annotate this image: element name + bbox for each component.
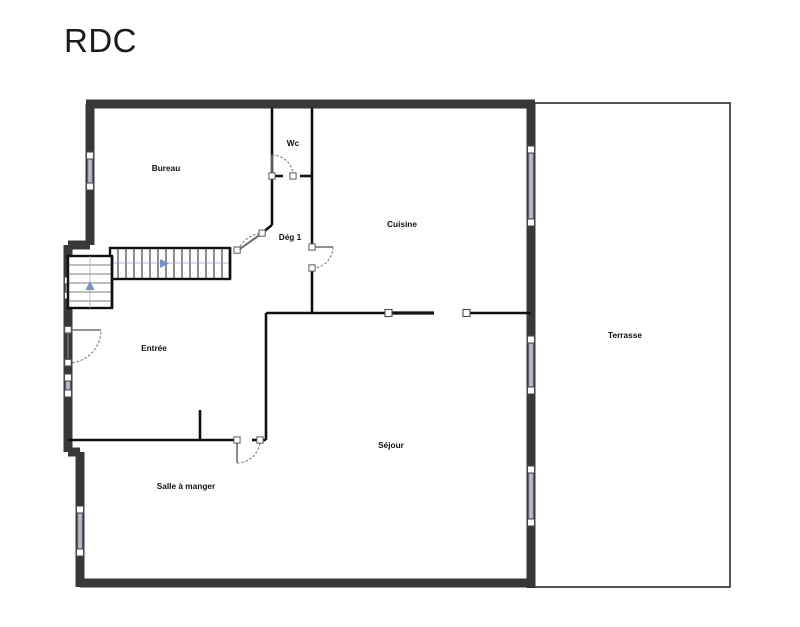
room-label-deg1: Dég 1 — [279, 232, 302, 242]
door-salle-a-manger — [233, 436, 264, 464]
door-wc — [268, 154, 297, 180]
room-label-wc: Wc — [287, 138, 300, 148]
window-bureau — [85, 151, 95, 191]
window-sejour-lower — [526, 465, 536, 527]
room-label-terrasse: Terrasse — [608, 330, 642, 340]
window-entree — [63, 373, 73, 398]
window-salle-a-manger — [75, 505, 85, 557]
room-labels: Bureau Wc Dég 1 Cuisine Entrée Salle à m… — [141, 138, 642, 491]
door-deg1-cuisine — [308, 243, 334, 272]
window-cuisine — [526, 145, 536, 227]
door-entrance — [64, 326, 102, 367]
window-sejour-upper — [526, 335, 536, 395]
page-title: RDC — [64, 22, 137, 59]
door-stair-deg1 — [233, 229, 266, 254]
windows — [63, 145, 536, 557]
doors — [64, 154, 334, 464]
room-label-sejour: Séjour — [378, 440, 405, 450]
room-label-entree: Entrée — [141, 343, 167, 353]
staircase — [66, 246, 232, 310]
terrace-outline — [532, 102, 731, 588]
room-label-salle-a-manger: Salle à manger — [157, 481, 216, 491]
wall-passage-cuisine-sejour — [384, 308, 471, 318]
room-label-cuisine: Cuisine — [387, 219, 417, 229]
room-label-bureau: Bureau — [152, 163, 181, 173]
